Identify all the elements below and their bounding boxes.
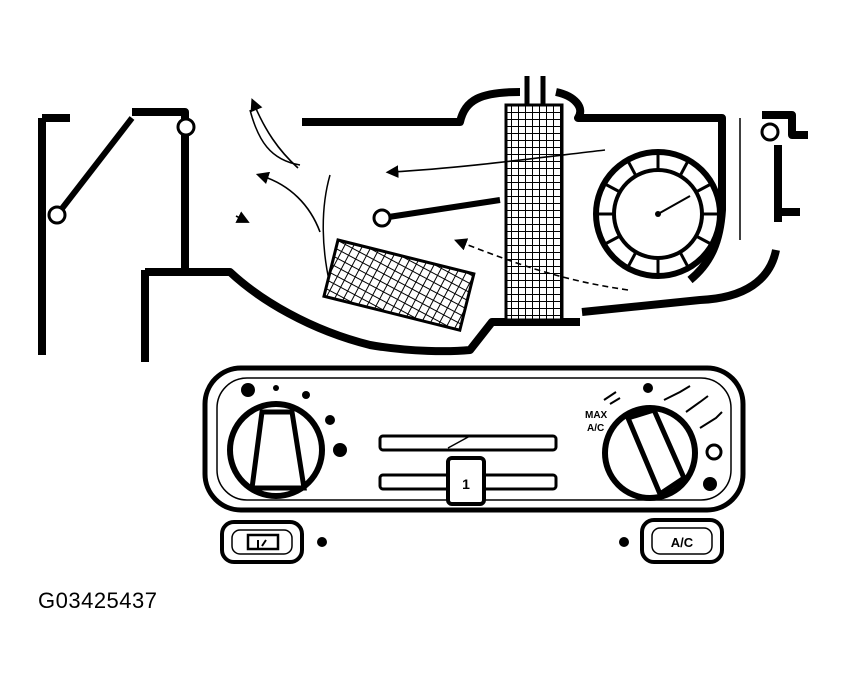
mode-label-ac: A/C — [587, 423, 604, 434]
left-floor-wall — [145, 268, 580, 356]
case-outlines — [249, 109, 741, 286]
blower-wheel-icon — [593, 149, 723, 279]
mode-marker-floor — [703, 477, 717, 491]
fan-speed-marker-off — [241, 383, 255, 397]
temperature-lever-label: 1 — [462, 476, 470, 492]
mode-label-max-ac: MAX — [585, 410, 608, 421]
ac-indicator-dot — [619, 537, 629, 547]
blend-door-linkage — [47, 116, 780, 225]
fan-speed-marker-4 — [333, 443, 347, 457]
mode-marker-defrost — [705, 443, 723, 461]
ac-button-label: A/C — [671, 535, 694, 550]
temperature-scale-bar — [378, 434, 558, 452]
airflow-arrows — [235, 98, 629, 291]
mode-knob[interactable]: MAX A/C — [585, 383, 723, 501]
recirc-button[interactable] — [220, 520, 304, 564]
fan-speed-marker-3 — [325, 415, 335, 425]
evaporator-core — [504, 103, 564, 322]
mode-position-icons — [603, 383, 723, 429]
airflow-arrow-upper-left — [250, 98, 299, 169]
recirc-indicator-dot — [317, 537, 327, 547]
temperature-slider[interactable]: 1 — [378, 434, 558, 506]
airflow-arrow-small-left — [235, 211, 250, 223]
ac-button[interactable]: A/C — [640, 518, 724, 564]
fan-speed-marker-2 — [302, 391, 310, 399]
temperature-lever[interactable] — [446, 456, 486, 506]
right-wall — [581, 111, 808, 316]
left-bracket — [38, 114, 70, 355]
airflow-arrow-top — [385, 149, 606, 179]
airflow-arrow-lower — [454, 238, 629, 291]
figure-id-label: G03425437 — [38, 588, 158, 613]
fan-speed-knob[interactable] — [227, 383, 347, 499]
recirculation-icon — [246, 533, 280, 551]
heater-core — [322, 238, 476, 332]
mode-door — [372, 197, 501, 228]
evaporator-pipes — [524, 76, 546, 105]
temperature-scale-tick — [447, 435, 471, 449]
fan-speed-marker-1 — [273, 385, 279, 391]
left-door-frame — [132, 108, 189, 362]
airflow-arrow-mid-left — [255, 171, 321, 233]
